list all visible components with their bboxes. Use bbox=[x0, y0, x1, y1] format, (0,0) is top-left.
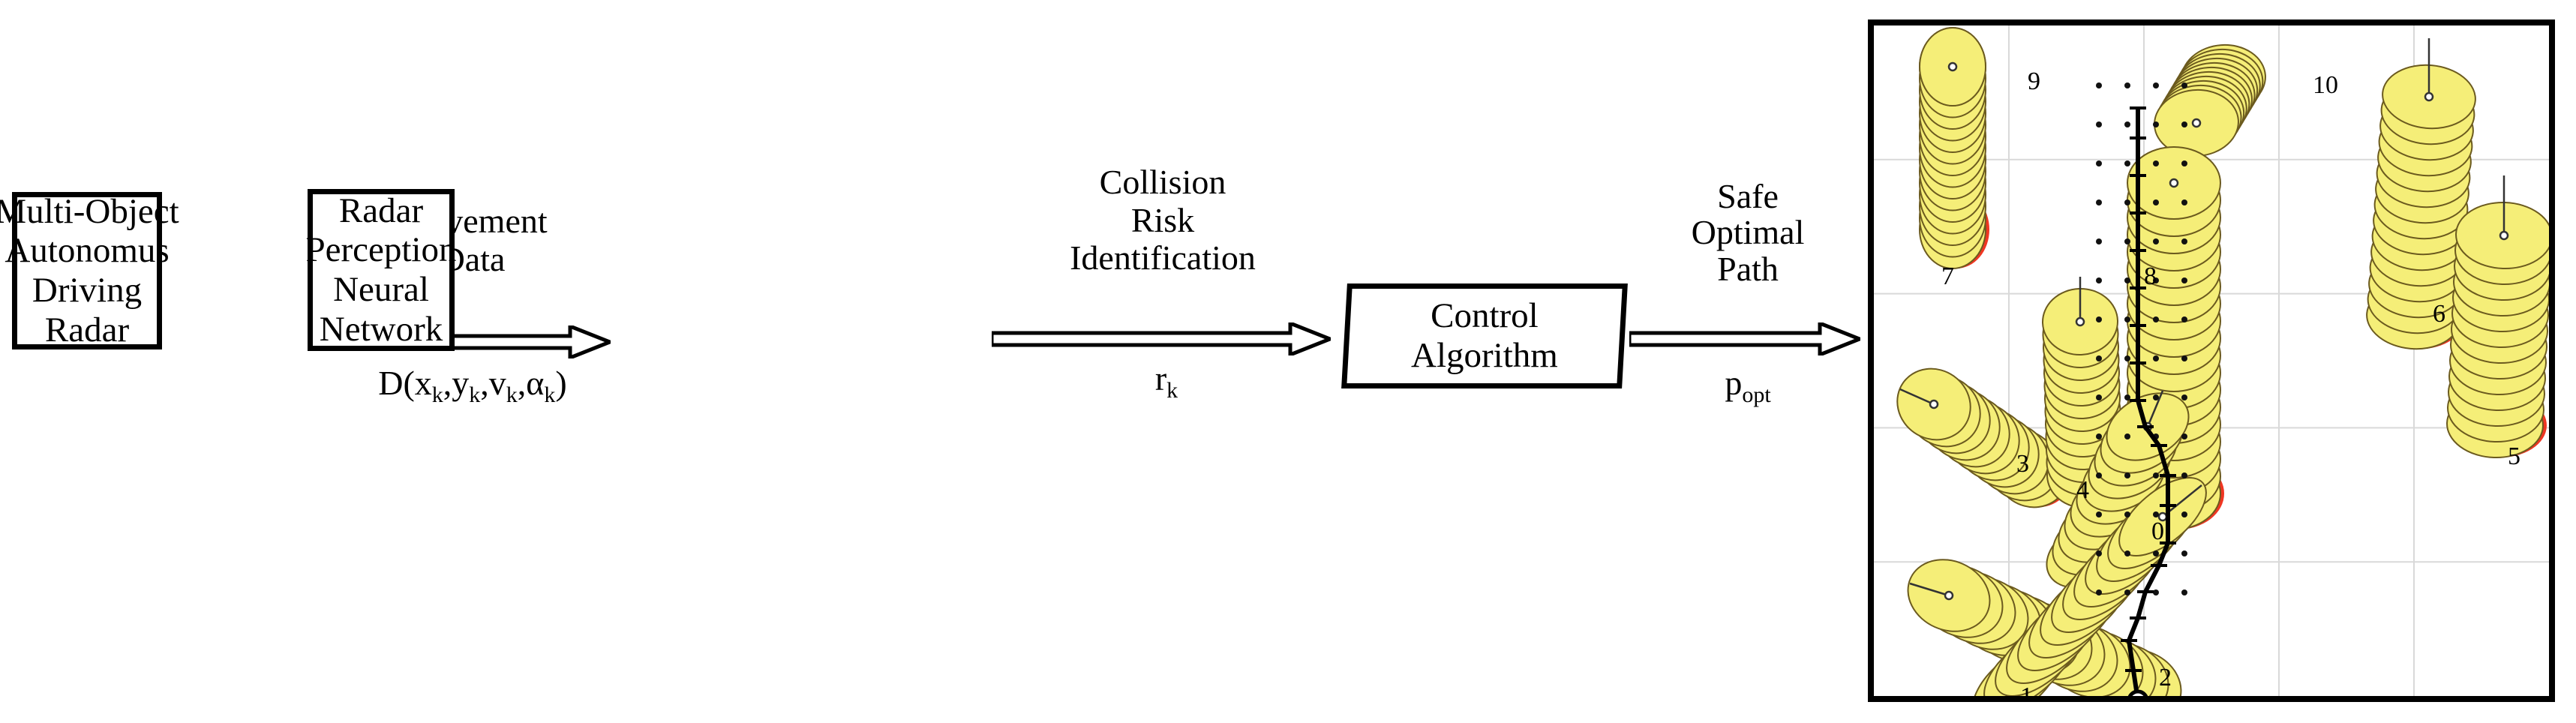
box-inner: Control Algorithm bbox=[1411, 296, 1558, 375]
box-line: Autonomus bbox=[5, 231, 170, 271]
sym-sub: opt bbox=[1742, 382, 1771, 408]
object-label-1: 1 bbox=[2020, 682, 2033, 696]
box-line: Network bbox=[319, 309, 443, 349]
sym-sub: k bbox=[506, 382, 518, 408]
scene-ego-path bbox=[2121, 106, 2176, 696]
object-trail-0 bbox=[2046, 390, 2190, 589]
object-trail-1 bbox=[1972, 477, 2207, 696]
sym-part: ,α bbox=[517, 364, 545, 402]
sym-part: ,v bbox=[480, 364, 506, 402]
arrow-label-line: Identification bbox=[1070, 238, 1256, 278]
arrow-label-collision-risk: Collision Risk Identification bbox=[1001, 163, 1324, 278]
process-box-control-algorithm[interactable]: Control Algorithm bbox=[1341, 284, 1628, 388]
box-line: Radar bbox=[338, 190, 424, 230]
arrow-safe-optimal-path bbox=[1629, 322, 1860, 356]
scene-object-trails bbox=[1896, 27, 2549, 696]
arrow-symbol-safe-optimal-path: popt bbox=[1643, 364, 1853, 407]
object-trail-7 bbox=[1919, 27, 1986, 106]
object-label-7: 7 bbox=[1941, 262, 1954, 290]
box-line: Algorithm bbox=[1411, 336, 1558, 375]
object-label-9: 9 bbox=[2028, 68, 2040, 95]
object-label-4: 4 bbox=[2076, 476, 2089, 504]
sym-part: p bbox=[1725, 364, 1743, 402]
arrow-symbol-collision-risk: rk bbox=[1009, 359, 1324, 404]
object-label-2: 2 bbox=[2159, 664, 2172, 692]
sym-sub: k bbox=[431, 382, 443, 408]
radar-scene-svg: 9 7 10 8 6 5 3 4 0 2 1 bbox=[1874, 26, 2549, 696]
object-label-3: 3 bbox=[2016, 450, 2029, 478]
arrow-symbol-movement-data: D(xk,yk,vk,αk) bbox=[315, 364, 630, 407]
radar-scene-panel[interactable]: 9 7 10 8 6 5 3 4 0 2 1 bbox=[1868, 20, 2555, 702]
sym-sub: k bbox=[1166, 378, 1178, 404]
process-box-radar-perception[interactable]: Radar Perception Neural Network bbox=[305, 189, 457, 351]
arrow-label-line: Collision bbox=[1099, 163, 1226, 201]
scene-dot-grid bbox=[2096, 82, 2187, 596]
box-line: Driving bbox=[32, 271, 143, 310]
process-box-multi-object-radar[interactable]: Multi-Object Autonomus Driving Radar bbox=[0, 192, 179, 350]
arrow-label-line: Risk bbox=[1130, 200, 1195, 239]
arrow-label-line: Optimal bbox=[1691, 213, 1805, 252]
scene-object-labels: 9 7 10 8 6 5 3 4 0 2 1 bbox=[1941, 68, 2520, 696]
sym-sub: k bbox=[544, 382, 556, 408]
object-trail-3 bbox=[1896, 368, 2072, 508]
object-label-0: 0 bbox=[2151, 518, 2164, 545]
sym-part: r bbox=[1154, 359, 1167, 398]
object-label-8: 8 bbox=[2144, 262, 2157, 290]
box-line: Radar bbox=[44, 310, 130, 350]
box-line: Perception bbox=[305, 230, 457, 270]
object-label-5: 5 bbox=[2508, 442, 2520, 470]
sym-part: D(x bbox=[378, 364, 432, 402]
arrow-label-line: Safe bbox=[1717, 177, 1779, 215]
arrow-collision-risk bbox=[992, 322, 1331, 356]
object-label-10: 10 bbox=[2313, 71, 2338, 99]
arrow-label-safe-optimal-path: Safe Optimal Path bbox=[1643, 178, 1853, 287]
object-trail-6 bbox=[2366, 38, 2476, 350]
box-line: Control bbox=[1431, 296, 1539, 336]
object-label-6: 6 bbox=[2433, 300, 2445, 328]
arrow-label-line: Path bbox=[1717, 249, 1779, 288]
box-line: Multi-Object bbox=[0, 191, 179, 231]
sym-part: ,y bbox=[443, 364, 470, 402]
object-trail-10 bbox=[2154, 44, 2266, 158]
sym-sub: k bbox=[469, 382, 481, 408]
box-line: Neural bbox=[333, 270, 429, 309]
sym-part: ) bbox=[555, 364, 567, 402]
object-trail-5 bbox=[2446, 176, 2549, 459]
